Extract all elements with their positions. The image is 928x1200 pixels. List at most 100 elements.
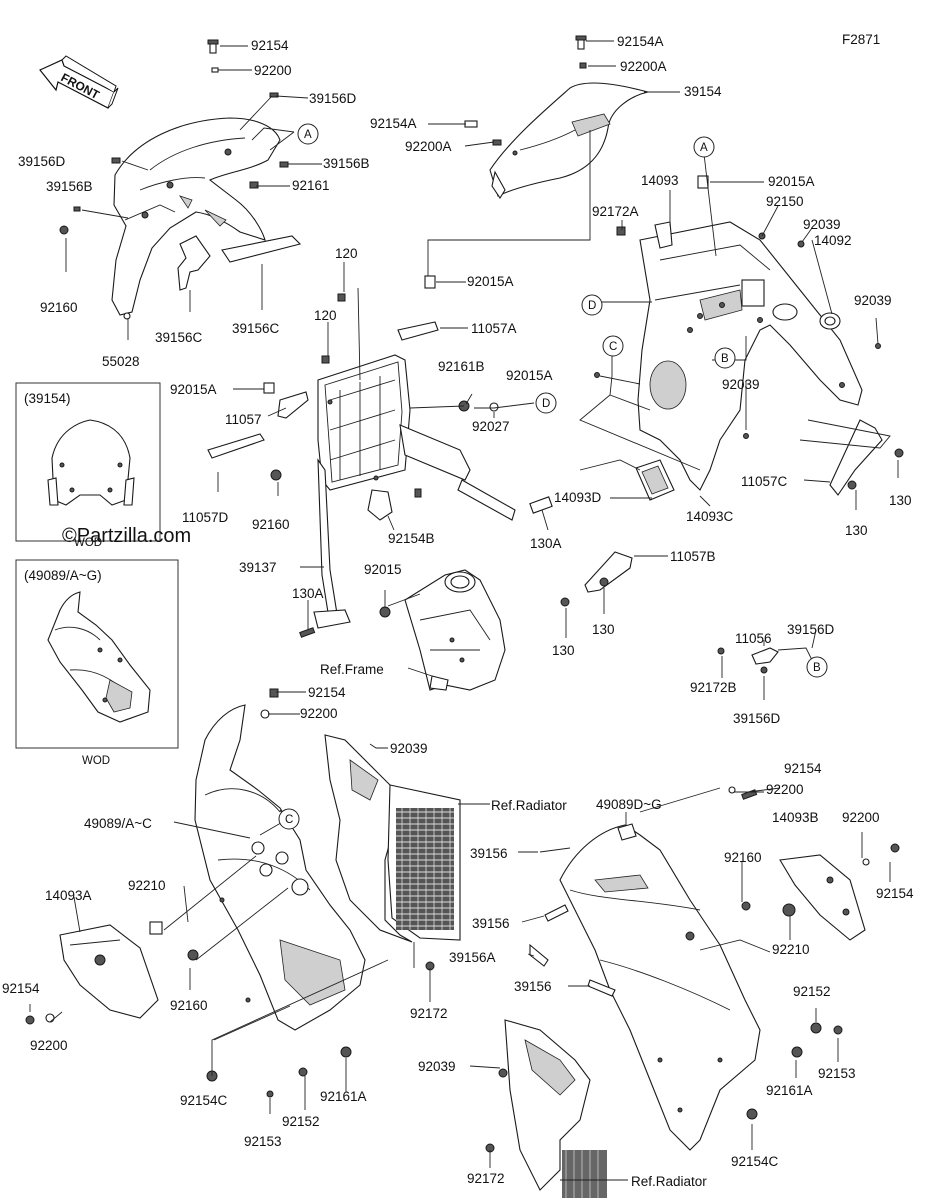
part-label: 92154C <box>731 1154 779 1169</box>
part-label: 14092 <box>814 233 852 248</box>
inset-box-side-cowl: (49089/A~G) WOD <box>15 559 179 767</box>
part-label: 92154 <box>2 981 40 996</box>
ref-marker-a-right: A <box>700 142 708 154</box>
part-label: 92039 <box>803 217 841 232</box>
part-label: 11057 <box>225 412 262 427</box>
part-label: 39156 <box>470 846 508 861</box>
part-label: 11057D <box>182 510 229 525</box>
part-label: 92200 <box>30 1038 68 1053</box>
part-label: 92200 <box>254 63 292 78</box>
ref-marker-a-left: A <box>304 129 312 141</box>
part-label: 92210 <box>128 878 166 893</box>
part-label: 92039 <box>854 293 892 308</box>
inset-title-windshield: (39154) <box>24 391 71 406</box>
reference-markers: A A B B C C D D <box>278 123 828 830</box>
part-label: 92039 <box>722 377 760 392</box>
part-label: 39156D <box>787 622 835 637</box>
part-label: 92210 <box>772 942 810 957</box>
part-label: 92200 <box>842 810 880 825</box>
part-label: 49089/A~C <box>84 816 152 831</box>
part-label: 39156C <box>232 321 280 336</box>
part-label: 92152 <box>793 984 831 999</box>
inset-title-side-cowl: (49089/A~G) <box>24 568 102 583</box>
part-label: 39156C <box>155 330 203 345</box>
part-label: 92161 <box>292 178 330 193</box>
part-label: 130A <box>530 536 562 551</box>
ref-marker-c-lower: C <box>285 814 293 826</box>
part-label: 39156D <box>18 154 66 169</box>
part-label: 92172 <box>410 1006 448 1021</box>
part-label: 92200A <box>620 59 667 74</box>
part-label: 92172A <box>592 204 639 219</box>
part-label: 92039 <box>418 1059 456 1074</box>
fasteners-top-left <box>59 39 289 235</box>
part-label: 120 <box>314 308 337 323</box>
radiator-grille <box>396 808 454 930</box>
part-label: 92154A <box>370 116 417 131</box>
part-label: 92154C <box>180 1093 228 1108</box>
diagram-code: F2871 <box>842 32 880 47</box>
watermark: ©Partzilla.com <box>62 525 191 547</box>
part-label: 11057B <box>670 549 716 564</box>
part-label: 130 <box>552 643 575 658</box>
small-brackets-right <box>560 419 904 674</box>
part-label: 92015A <box>170 382 217 397</box>
part-label: 92027 <box>472 419 510 434</box>
lower-bracket-right <box>206 1019 843 1198</box>
part-label: 14093 <box>641 173 679 188</box>
part-label: 11057C <box>741 474 788 489</box>
part-label: 92015A <box>467 274 514 289</box>
part-label: 92154 <box>308 685 346 700</box>
part-label: 92039 <box>390 741 428 756</box>
part-label: 92153 <box>244 1134 282 1149</box>
ref-marker-b-lower: B <box>813 662 821 674</box>
part-label: 130 <box>889 493 912 508</box>
frame-reference-part <box>404 569 506 691</box>
part-label: 92154B <box>388 531 435 546</box>
part-label: 39154 <box>684 84 722 99</box>
part-label: 92161A <box>320 1089 367 1104</box>
ref-marker-d-upper: D <box>588 300 596 312</box>
part-label: 55028 <box>102 354 140 369</box>
part-label: 92152 <box>282 1114 320 1129</box>
ref-label-radiator-upper: Ref.Radiator <box>491 798 567 813</box>
part-label: 11057A <box>471 321 517 336</box>
part-label: 92015A <box>506 368 553 383</box>
part-label: 130 <box>845 523 868 538</box>
small-cover-left <box>25 924 159 1025</box>
part-label: 92160 <box>170 998 208 1013</box>
ref-marker-c-upper: C <box>609 341 617 353</box>
part-label: 92154 <box>251 38 289 53</box>
front-arrow-icon: FRONT <box>39 55 119 109</box>
part-label: 14093A <box>45 888 92 903</box>
part-label: 92200 <box>766 782 804 797</box>
ref-marker-d-lower: D <box>542 398 550 410</box>
small-cover-right <box>779 843 900 941</box>
inset-note-windshield: WOD <box>74 537 102 549</box>
part-label: 39156D <box>309 91 357 106</box>
cowl-stay-bracket <box>207 275 553 638</box>
part-label: 92015 <box>364 562 402 577</box>
part-label: 120 <box>335 246 358 261</box>
part-label: 92200A <box>405 139 452 154</box>
radiator-shroud <box>324 734 461 971</box>
inset-box-windshield: (39154) WOD <box>15 382 161 549</box>
ref-marker-b-upper: B <box>721 353 729 365</box>
ref-label-frame: Ref.Frame <box>320 662 384 677</box>
part-label: 39156 <box>514 979 552 994</box>
side-cowl-right <box>529 786 796 1151</box>
part-label: 14093C <box>686 509 734 524</box>
part-label: 49089D~G <box>596 797 662 812</box>
part-label: 92200 <box>300 706 338 721</box>
part-label: 92161B <box>438 359 485 374</box>
part-label: 130A <box>292 586 324 601</box>
inset-note-side-cowl: WOD <box>82 755 110 767</box>
part-label: 92160 <box>252 517 290 532</box>
part-label: 92172B <box>690 680 737 695</box>
part-label: 92160 <box>40 300 78 315</box>
part-label: 92160 <box>724 850 762 865</box>
part-label: 39156B <box>46 179 93 194</box>
part-label: 130 <box>592 622 615 637</box>
part-label: 92150 <box>766 194 804 209</box>
